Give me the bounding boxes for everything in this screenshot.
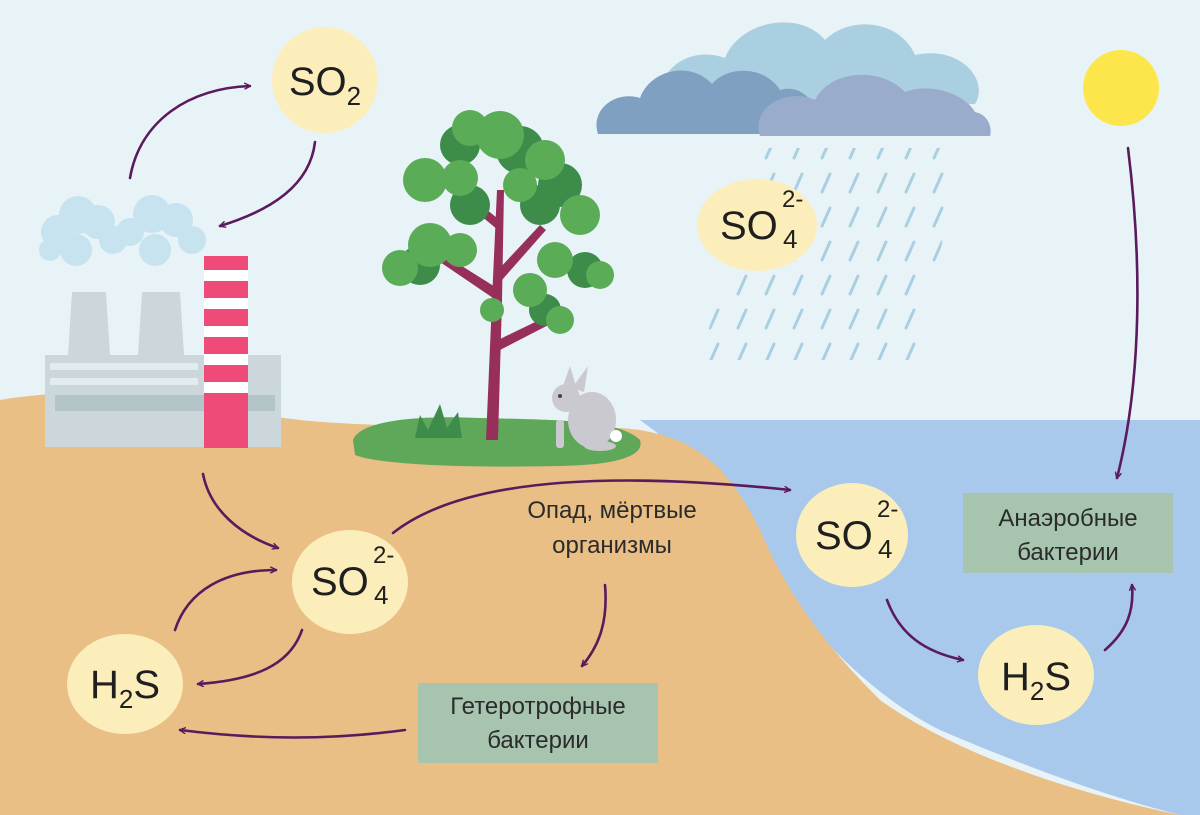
anaerobic-line-2: бактерии [1017,539,1119,566]
anaerobic-line-1: Анаэробные [998,505,1137,532]
grass-tuft [415,404,462,438]
heterotrophic-line-1: Гетеротрофные [450,693,625,720]
factory-icon [39,195,281,448]
sun-icon [1083,50,1159,126]
chimney [204,256,248,448]
formula-subscript: 4 [783,224,797,254]
formula-subscript: 4 [374,580,388,610]
arrow-litter-to-bacteria [580,583,607,668]
cloud-icon [596,22,991,136]
litter-line-2: организмы [552,532,672,559]
cycle-arrows [128,86,1139,739]
svg-text:H2S: H2S [90,663,160,714]
tree-icon [382,110,614,440]
smoke-icon [39,195,206,266]
formula-pre: H [1001,655,1030,699]
anaerobic-bacteria-box: Анаэробные бактерии [963,493,1173,573]
litter-line-1: Опад, мёртвые [527,497,696,524]
heterotrophic-line-2: бактерии [487,727,589,754]
formula-base: SO [815,514,873,558]
arrow-h2s-to-so4 [173,570,278,632]
formula-subscript: 2 [347,81,361,111]
soil [0,393,1180,815]
arrow-so4-to-water [391,479,792,535]
so4-water-bubble: SO 4 2- [796,483,908,587]
so4-sky-bubble: SO 4 2- [697,179,817,271]
formula-pre: H [90,663,119,707]
formula-superscript: 2- [877,496,898,523]
arrow-so4-to-h2s [196,628,304,684]
arrow-water-so4-to-h2s [885,598,965,660]
heterotrophic-bacteria-box: Гетеротрофные бактерии [418,683,658,763]
h2s-water-bubble: H2S [978,625,1094,725]
formula-subscript: 4 [878,534,892,564]
arrow-sun-to-anaerobic [1117,146,1139,480]
svg-text:H2S: H2S [1001,655,1071,706]
formula-subscript: 2 [119,684,133,714]
arrow-bacteria-to-h2s [178,730,407,739]
formula-superscript: 2- [782,186,803,213]
so2-top-bubble: SO2 [272,27,378,133]
formula-post: S [1044,655,1071,699]
arrow-factory-to-soil-so4 [201,472,280,548]
formula-post: S [133,663,160,707]
formula-superscript: 2- [373,542,394,569]
svg-text:SO2: SO2 [289,60,361,111]
formula-subscript: 2 [1030,676,1044,706]
formula-base: SO [311,560,369,604]
so4-soil-bubble: SO 4 2- [292,530,408,634]
arrow-h2s-to-anaerobic [1103,583,1132,652]
litter-caption: Опад, мёртвые организмы [527,497,696,559]
h2s-soil-bubble: H2S [67,634,183,734]
hare-icon [552,366,622,451]
arrow-so2-to-factory [218,140,317,226]
formula-base: SO [720,204,778,248]
formula-base: SO [289,60,347,104]
arrow-factory-to-so2 [128,86,252,180]
